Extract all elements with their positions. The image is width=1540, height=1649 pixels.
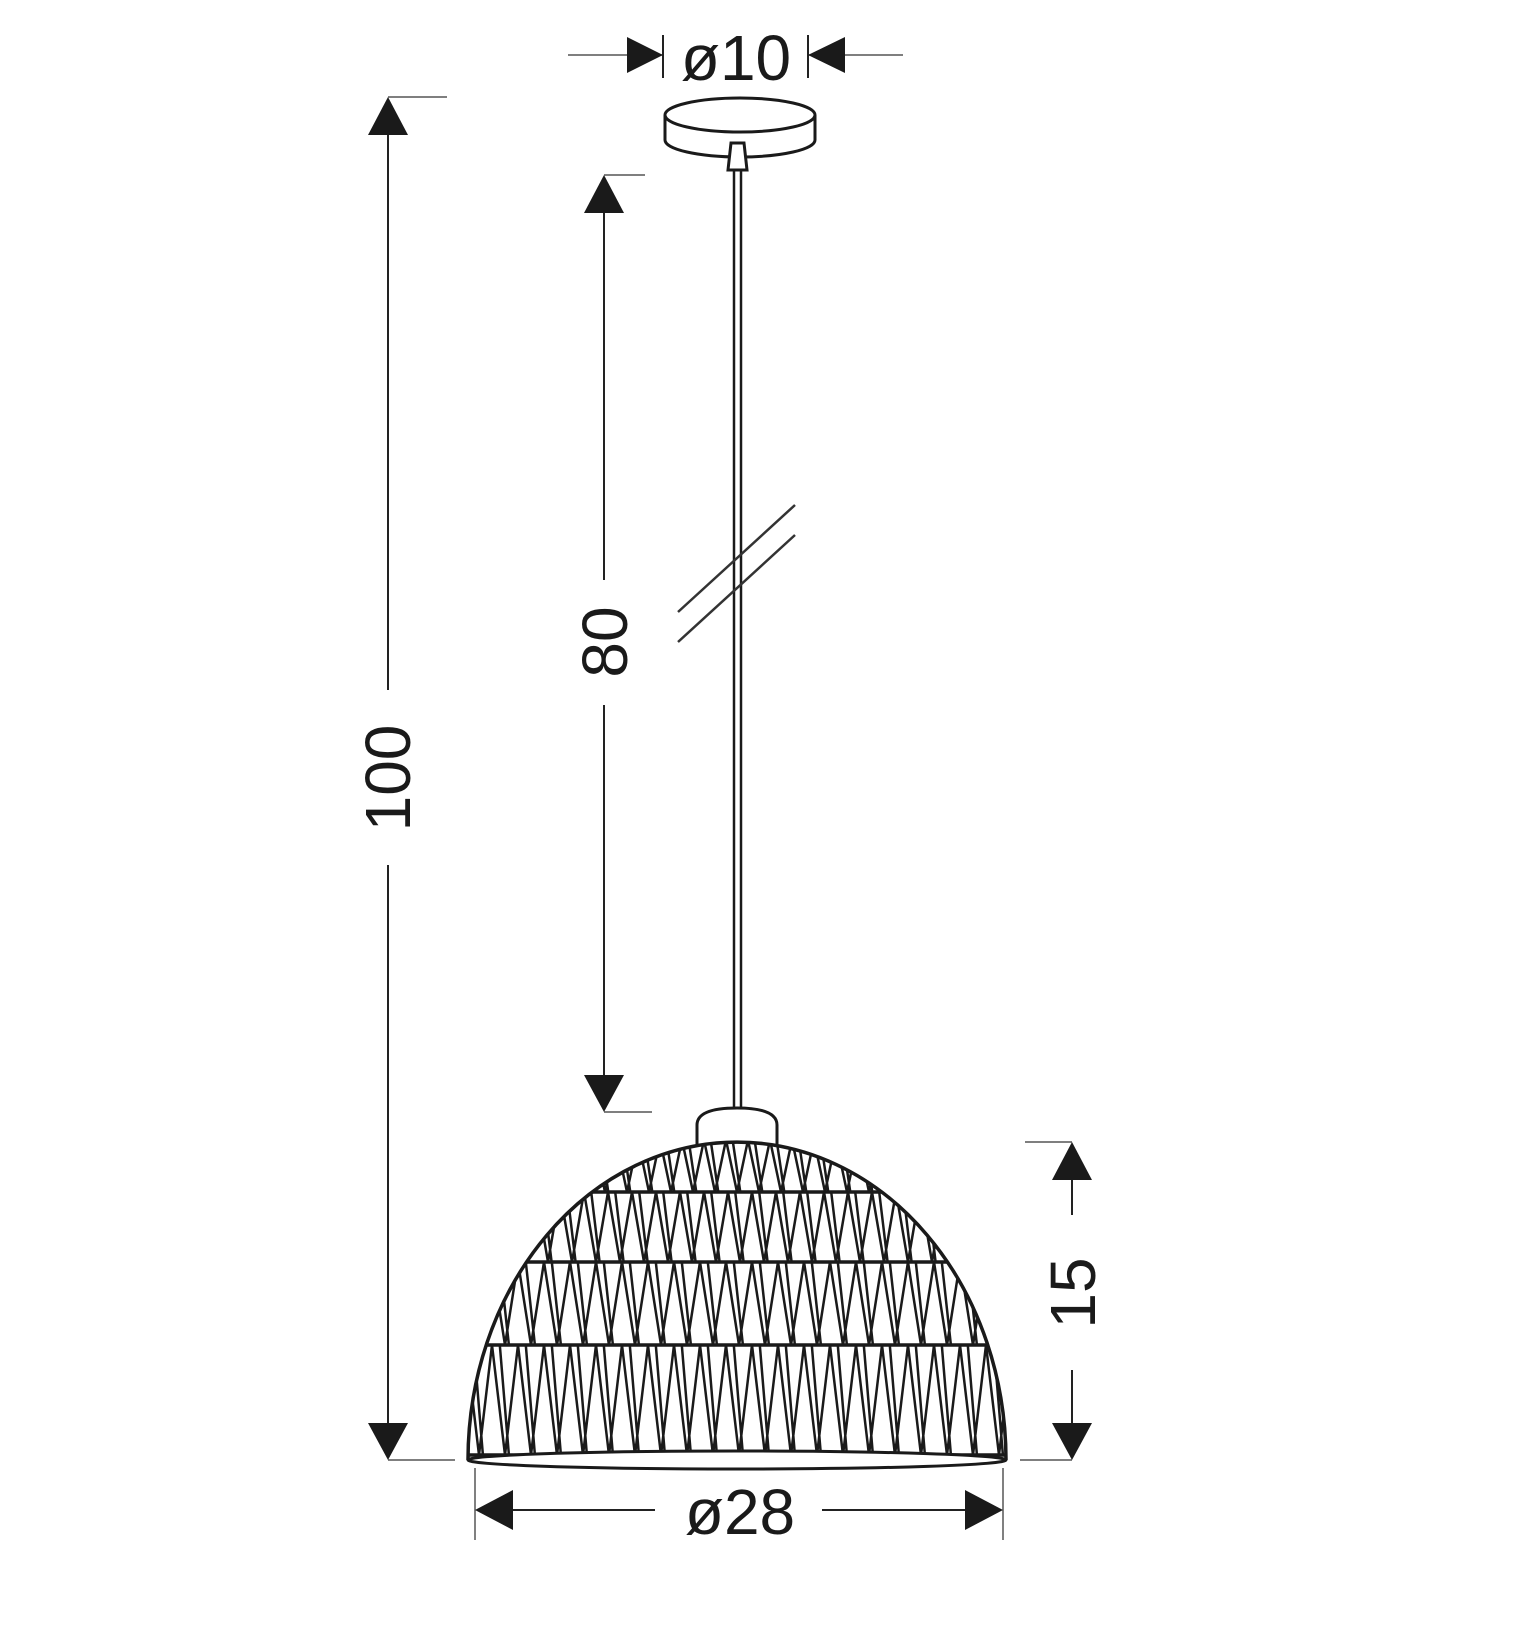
shade-height-label: 15 [1037,1257,1109,1328]
cable-length-label: 80 [569,606,641,677]
canopy-diameter-dimension: ø10 [568,22,903,94]
ceiling-canopy [663,96,817,172]
break-mark [677,504,796,613]
cable-length-dimension: 80 [569,174,652,1113]
break-mark [677,534,796,643]
shade-diameter-dimension: ø28 [474,1468,1004,1548]
shade-rim [466,1449,1008,1471]
shade-height-dimension: 15 [1020,1141,1109,1461]
woven-lamp-shade [466,1140,1008,1471]
arrow-down-icon [368,1423,408,1460]
arrow-up-icon [584,175,624,213]
arrow-up-icon [1052,1142,1092,1180]
socket-cap [695,1106,779,1145]
total-height-label: 100 [352,725,424,832]
shade-diameter-label: ø28 [685,1476,795,1548]
arrow-up-icon [368,97,408,135]
arrow-down-icon [1052,1423,1092,1460]
canopy-diameter-label: ø10 [681,22,791,94]
arrow-left-icon [808,37,845,73]
arrow-right-icon [965,1490,1003,1530]
arrow-down-icon [584,1075,624,1112]
arrow-right-icon [627,37,663,73]
suspension-cable [677,170,796,1108]
total-height-dimension: 100 [352,96,455,1461]
arrow-left-icon [475,1490,513,1530]
